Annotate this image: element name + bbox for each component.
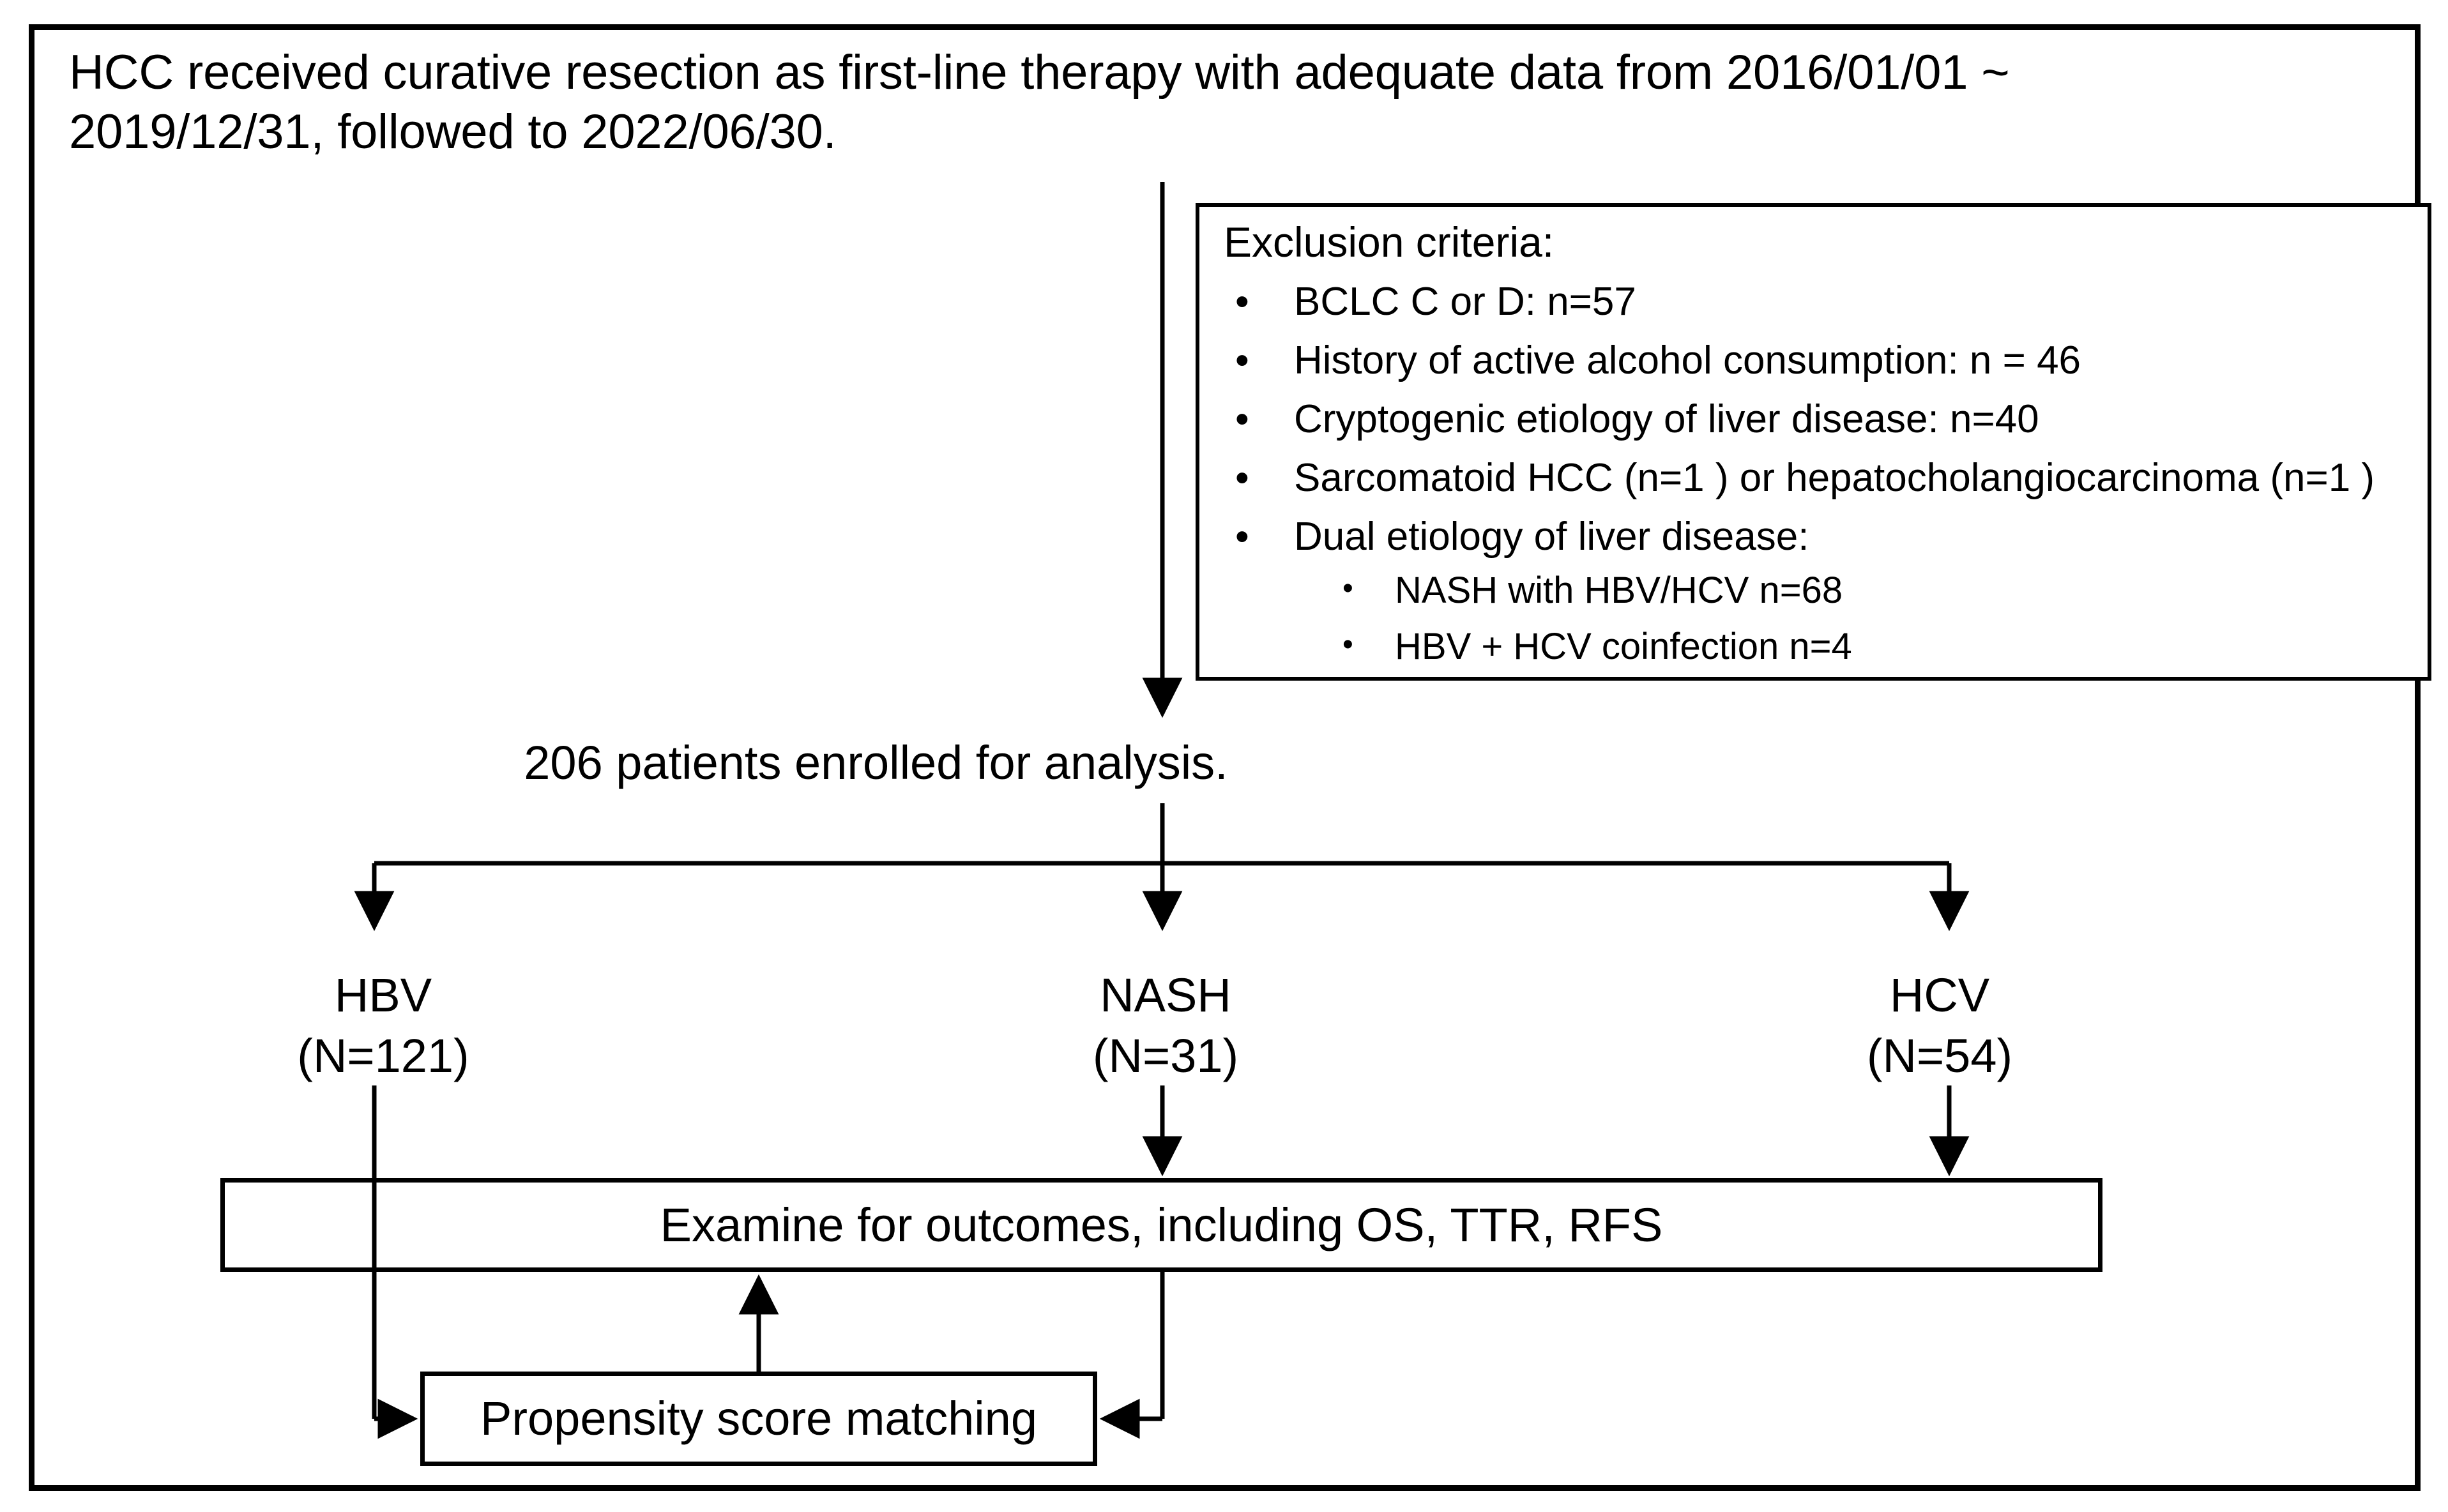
bullet-icon: •: [1342, 571, 1353, 605]
exclusion-item-label: BCLC C or D: n=57: [1294, 280, 1636, 324]
exclusion-item-label: Cryptogenic etiology of liver disease: n…: [1294, 397, 2039, 441]
bullet-icon: •: [1235, 280, 1249, 324]
propensity-score-matching-box: Propensity score matching: [420, 1372, 1097, 1466]
group-count: (N=31): [1092, 1029, 1239, 1082]
diagram-outer-frame: [29, 24, 2421, 1491]
enrolled-patients-node: 206 patients enrolled for analysis.: [0, 739, 2448, 787]
exclusion-criteria-list: • BCLC C or D: n=57 • History of active …: [1224, 282, 2418, 576]
exclusion-item: • Sarcomatoid HCC (n=1 ) or hepatocholan…: [1224, 458, 2418, 517]
outcomes-label: Examine for outcomes, including OS, TTR,…: [643, 1201, 1680, 1249]
exclusion-criteria-box: Exclusion criteria: • BCLC C or D: n=57 …: [1196, 203, 2431, 681]
group-node-hcv: HCV (N=54): [1761, 965, 2118, 1086]
exclusion-item: • Cryptogenic etiology of liver disease:…: [1224, 400, 2418, 458]
exclusion-item-label: Dual etiology of liver disease:: [1294, 515, 1809, 559]
statement-line-2: 2019/12/31, followed to 2022/06/30.: [69, 104, 837, 159]
bullet-icon: •: [1235, 456, 1249, 500]
exclusion-item-label: History of active alcohol consumption: n…: [1294, 338, 2081, 382]
exclusion-item: • History of active alcohol consumption:…: [1224, 341, 2418, 400]
group-node-hbv: HBV (N=121): [204, 965, 562, 1086]
exclusion-subitem-label: NASH with HBV/HCV n=68: [1395, 570, 1843, 611]
group-count: (N=54): [1866, 1029, 2013, 1082]
exclusion-item: • Dual etiology of liver disease:: [1224, 517, 2418, 576]
group-name: HBV: [334, 969, 432, 1022]
statement-line-1: HCC received curative resection as first…: [69, 45, 2010, 100]
dual-etiology-sublist: • NASH with HBV/HCV n=68 • HBV + HCV coi…: [1327, 572, 2349, 684]
exclusion-subitem-label: HBV + HCV coinfection n=4: [1395, 626, 1852, 667]
group-name: HCV: [1889, 969, 1990, 1022]
bullet-icon: •: [1235, 515, 1249, 559]
bullet-icon: •: [1235, 338, 1249, 382]
study-population-statement: HCC received curative resection as first…: [69, 43, 2272, 162]
bullet-icon: •: [1235, 397, 1249, 441]
outcomes-box: Examine for outcomes, including OS, TTR,…: [220, 1178, 2102, 1272]
exclusion-subitem: • NASH with HBV/HCV n=68: [1327, 572, 2349, 628]
propensity-score-matching-label: Propensity score matching: [480, 1392, 1037, 1445]
enrolled-patients-label: 206 patients enrolled for analysis.: [524, 736, 1228, 789]
exclusion-item-label: Sarcomatoid HCC (n=1 ) or hepatocholangi…: [1294, 456, 2375, 500]
exclusion-criteria-title: Exclusion criteria:: [1224, 218, 1555, 266]
group-node-nash: NASH (N=31): [987, 965, 1344, 1086]
group-count: (N=121): [297, 1029, 469, 1082]
bullet-icon: •: [1342, 628, 1353, 662]
exclusion-item: • BCLC C or D: n=57: [1224, 282, 2418, 341]
group-name: NASH: [1100, 969, 1231, 1022]
exclusion-subitem: • HBV + HCV coinfection n=4: [1327, 628, 2349, 684]
